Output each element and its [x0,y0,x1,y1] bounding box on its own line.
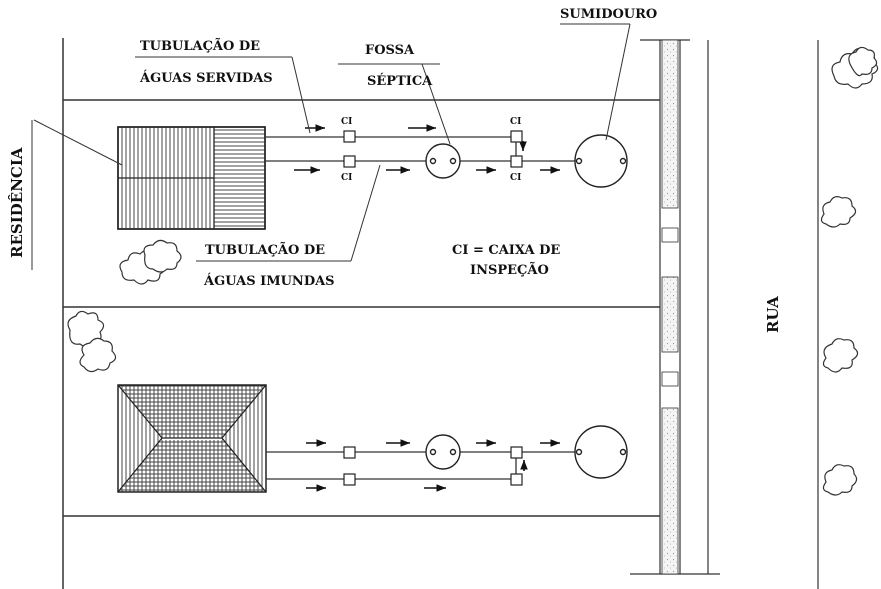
curb-strip [661,39,679,209]
pipes-top [265,136,575,162]
shrub-icon [143,239,182,273]
inspection-box [510,473,523,486]
label-ci: CI [341,117,352,127]
shrub-icon [822,464,858,496]
label-ci: CI [341,173,352,183]
label-ci: CI [510,173,521,183]
septic-tank [425,434,461,470]
label-servidas-line2: ÁGUAS SERVIDAS [139,70,273,86]
label-imundas-line2: ÁGUAS IMUNDAS [203,273,335,289]
label-fossa-line2: SÉPTICA [367,73,433,89]
sinkhole [574,134,628,188]
inspection-box [343,473,356,486]
pipes-bottom [266,451,575,480]
shrub-icon [848,46,878,77]
label-fossa-line1: FOSSA [365,43,415,58]
flow-arrows-top [294,124,560,174]
tanks-top [425,134,628,188]
inspection-box [510,130,523,143]
label-servidas-line1: TUBULAÇÃO DE [140,38,260,54]
shrub-icon [67,310,105,348]
legend-line1: CI = CAIXA DE [452,243,560,258]
label-rua: RUA [764,296,782,333]
inspection-box [343,130,356,143]
shrub-icon [820,196,857,228]
label-imundas-line1: TUBULAÇÃO DE [205,242,325,258]
inspection-boxes-top [343,130,523,168]
curb-strip [661,276,679,353]
inspection-boxes-bottom [343,446,523,486]
house-bottom [117,384,267,493]
inspection-box [510,446,523,459]
legend-line2: INSPEÇÃO [470,262,549,278]
inspection-box [510,155,523,168]
sidewalk [630,39,819,589]
curb-strip [661,371,679,387]
house-top [117,126,266,230]
shrub-icon [79,337,117,373]
flow-arrows-bottom [306,439,560,492]
label-ci: CI [510,117,521,127]
label-residencia: RESIDÊNCIA [8,147,26,258]
shrub-icon [822,338,859,373]
leader-lines [31,23,631,270]
shrubs [67,46,879,496]
curb-strip [661,227,679,243]
lot-boundaries [62,38,660,589]
tanks-bottom [425,425,628,479]
label-sumidouro: SUMIDOURO [560,7,657,22]
sinkhole [574,425,628,479]
inspection-box [343,155,356,168]
inspection-box [343,446,356,459]
septic-tank [425,143,461,179]
curb-strip [661,407,679,575]
